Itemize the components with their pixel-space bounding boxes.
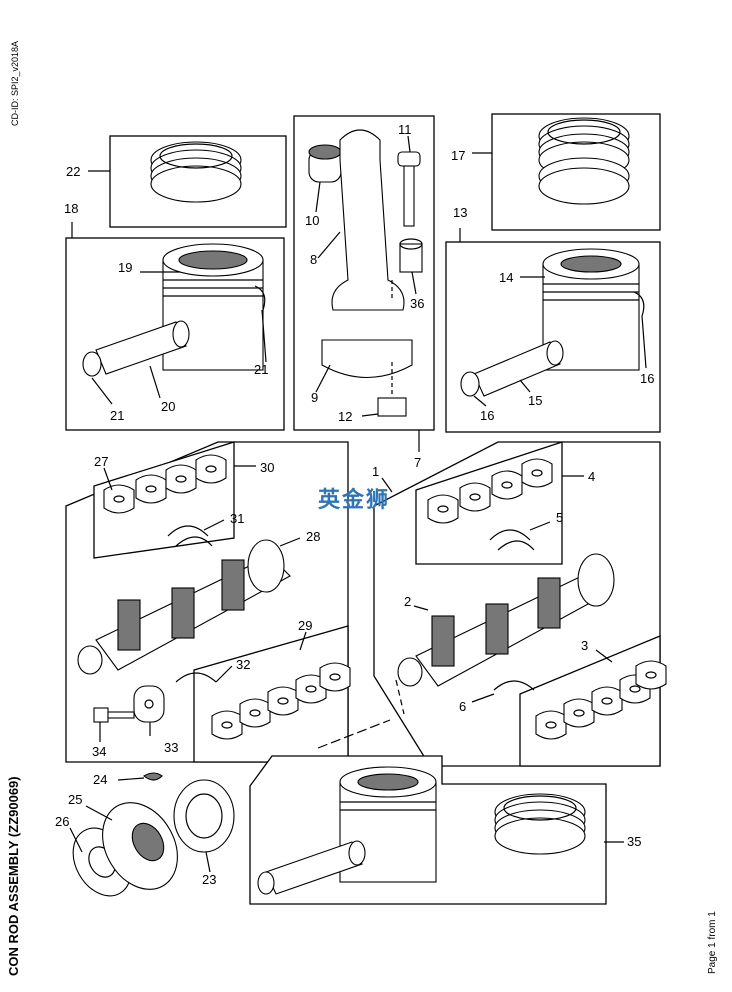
document-id: CD-ID: SPI2_v2018A <box>10 40 20 126</box>
callout-22: 22 <box>66 164 80 179</box>
callout-12: 12 <box>338 409 352 424</box>
callout-9: 9 <box>311 390 318 405</box>
crankshaft-group-left-30 <box>65 441 351 763</box>
callout-labels: 1 2 3 4 5 6 7 8 9 10 11 12 13 14 15 16 1… <box>55 122 654 887</box>
callout-7: 7 <box>414 455 421 470</box>
callout-34: 34 <box>92 744 106 759</box>
piston-assembly-box-18 <box>65 222 285 431</box>
callout-11: 11 <box>398 122 412 137</box>
piston-assembly-box-13 <box>445 228 661 433</box>
piston-ring-set-box-17 <box>472 113 661 231</box>
callout-14: 14 <box>499 270 513 285</box>
callout-16b: 16 <box>640 371 654 386</box>
callout-26: 26 <box>55 814 69 829</box>
callout-4: 4 <box>588 469 595 484</box>
callout-29: 29 <box>298 618 312 633</box>
callout-24: 24 <box>93 772 107 787</box>
callout-36: 36 <box>410 296 424 311</box>
callout-15: 15 <box>528 393 542 408</box>
page-title: CON ROD ASSEMBLY (ZZ90069) <box>6 776 21 976</box>
connecting-rod-box-7 <box>293 115 435 452</box>
callout-20: 20 <box>161 399 175 414</box>
callout-23: 23 <box>202 872 216 887</box>
watermark-logo: 英金狮 <box>318 488 391 513</box>
callout-5: 5 <box>556 510 563 525</box>
callout-2: 2 <box>404 594 411 609</box>
callout-10: 10 <box>305 213 319 228</box>
callout-21a: 21 <box>110 408 124 423</box>
callout-35: 35 <box>627 834 641 849</box>
callout-27: 27 <box>94 454 108 469</box>
gear-and-washer-parts <box>69 772 235 897</box>
callout-28: 28 <box>306 529 320 544</box>
callout-8: 8 <box>310 252 317 267</box>
callout-1: 1 <box>372 464 379 479</box>
callout-16a: 16 <box>480 408 494 423</box>
crankshaft-group-right-4 <box>373 441 667 767</box>
callout-19: 19 <box>118 260 132 275</box>
page-number: Page 1 from 1 <box>707 911 718 974</box>
callout-33: 33 <box>164 740 178 755</box>
callout-18: 18 <box>64 201 78 216</box>
callout-25: 25 <box>68 792 82 807</box>
callout-21b: 21 <box>254 362 268 377</box>
callout-13: 13 <box>453 205 467 220</box>
callout-6: 6 <box>459 699 466 714</box>
callout-32: 32 <box>236 657 250 672</box>
callout-3: 3 <box>581 638 588 653</box>
piston-ring-set-box-22 <box>88 135 287 228</box>
piston-kit-box-35 <box>249 719 624 905</box>
callout-17: 17 <box>451 148 465 163</box>
callout-31: 31 <box>230 511 244 526</box>
callout-30: 30 <box>260 460 274 475</box>
